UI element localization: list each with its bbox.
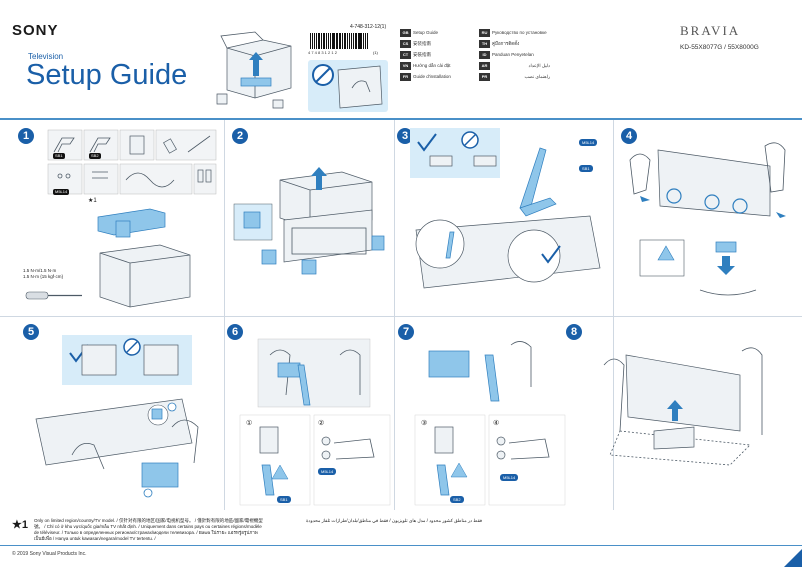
part-label-sb-step3: SB1 bbox=[579, 165, 593, 172]
header-carton-illustration bbox=[216, 31, 292, 109]
brand-logo: SONY bbox=[12, 22, 59, 39]
part-label-sb2: SB2 bbox=[89, 153, 101, 159]
footnote-marker-main: ★1 bbox=[12, 519, 28, 531]
step7-attach-illustration bbox=[414, 341, 566, 506]
step-number-5: 5 bbox=[23, 324, 39, 340]
step6-attach-illustration bbox=[239, 338, 391, 506]
step-number-1: 1 bbox=[18, 128, 34, 144]
substep-marker: ③ bbox=[421, 420, 428, 427]
screw-torque-note: 1.5 N·m/1.5 N·m 1.5 N·m {15 kgf·cm} bbox=[23, 268, 64, 279]
copyright: © 2019 Sony Visual Products Inc. bbox=[12, 551, 87, 557]
column-divider bbox=[394, 120, 395, 510]
step-number-2: 2 bbox=[232, 128, 248, 144]
footnote-marker: ★1 bbox=[88, 198, 97, 204]
substep-marker: ④ bbox=[493, 420, 500, 427]
page-title: Setup Guide bbox=[26, 59, 188, 91]
screwdriver-icon bbox=[25, 291, 82, 300]
substep-marker: ② bbox=[318, 420, 325, 427]
step-number-4: 4 bbox=[621, 128, 637, 144]
part-label-m5l14-step7: M5L14 bbox=[500, 474, 519, 481]
product-line: BRAVIA bbox=[680, 23, 741, 38]
step2-unbox-illustration bbox=[233, 167, 385, 275]
part-label-m5l14-step6: M5L14 bbox=[318, 468, 337, 475]
part-label-sb1-step6: SB1 bbox=[277, 496, 291, 503]
step-number-7: 7 bbox=[398, 324, 414, 340]
part-label-m5l14: M5L14 bbox=[53, 189, 70, 195]
part-label-sb2-step7: SB2 bbox=[450, 496, 464, 503]
substep-marker: ① bbox=[246, 420, 253, 427]
barcode-suffix: (1) bbox=[373, 50, 378, 55]
subtitle: Television bbox=[28, 52, 64, 61]
model-numbers: KD-55X8077G / 55X8000G bbox=[680, 44, 759, 51]
header-divider bbox=[0, 118, 802, 120]
step5-tv-lay-illustration bbox=[35, 335, 199, 498]
footer-divider bbox=[0, 545, 802, 546]
column-divider bbox=[613, 120, 614, 510]
parts-grid bbox=[47, 129, 217, 195]
step8-stand-up-illustration bbox=[603, 347, 763, 466]
step1-box-illustration bbox=[97, 208, 191, 308]
footnote-text: Only on limited region/country/TV model.… bbox=[34, 518, 263, 541]
column-divider bbox=[224, 120, 225, 510]
barcode-digits: 4 7 4 8 3 1 2 1 2 bbox=[308, 50, 337, 55]
step4-tv-lift-illustration bbox=[629, 142, 786, 296]
part-label-m5l14-step3: M5L14 bbox=[579, 139, 598, 146]
footnote-text-rtl: فقط در مناطق کشور محدود / مدل های تلویزی… bbox=[306, 518, 482, 523]
step-number-3: 3 bbox=[397, 128, 413, 144]
no-touch-screen-illustration bbox=[308, 60, 388, 112]
step3-stand-illustration bbox=[410, 128, 601, 289]
part-label-sb1: SB1 bbox=[53, 153, 65, 159]
barcode bbox=[310, 33, 369, 49]
row-divider bbox=[0, 316, 802, 317]
corner-tab bbox=[784, 549, 802, 567]
document-number: 4-748-312-12(1) bbox=[350, 24, 387, 30]
step-number-6: 6 bbox=[227, 324, 243, 340]
step-number-8: 8 bbox=[566, 324, 582, 340]
